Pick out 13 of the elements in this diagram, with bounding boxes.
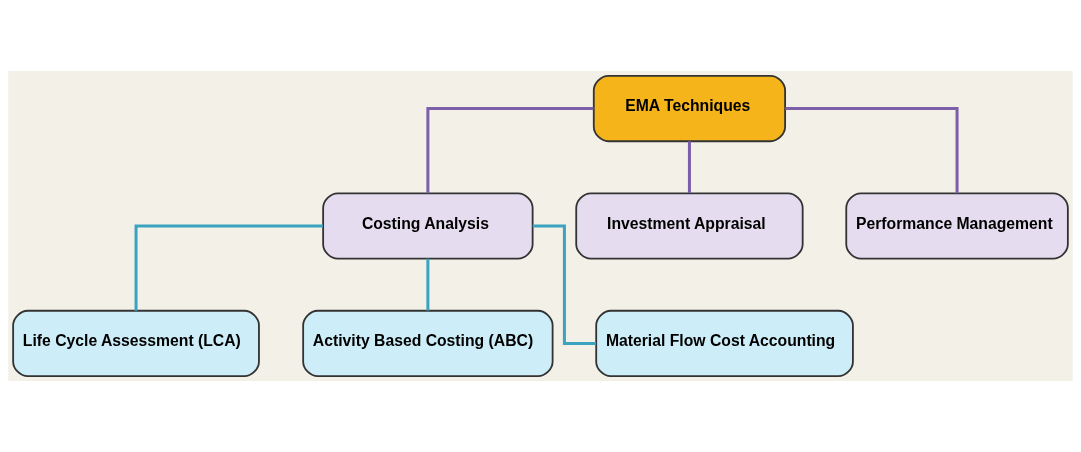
node-box: Material Flow Cost Accounting: [595, 309, 854, 378]
node-box: Activity Based Costing (ABC): [302, 309, 554, 378]
node-box: Life Cycle Assessment (LCA): [12, 309, 260, 378]
node-box: Costing Analysis: [322, 192, 534, 260]
connector: [426, 107, 594, 194]
node-box: Investment Appraisal: [575, 192, 804, 260]
connector: [426, 258, 430, 311]
connector: [134, 224, 323, 311]
connector: [785, 107, 959, 194]
connector: [687, 141, 691, 194]
connector: [532, 224, 597, 345]
node-box: EMA Techniques: [592, 74, 786, 143]
node-box: Performance Management: [845, 192, 1069, 260]
